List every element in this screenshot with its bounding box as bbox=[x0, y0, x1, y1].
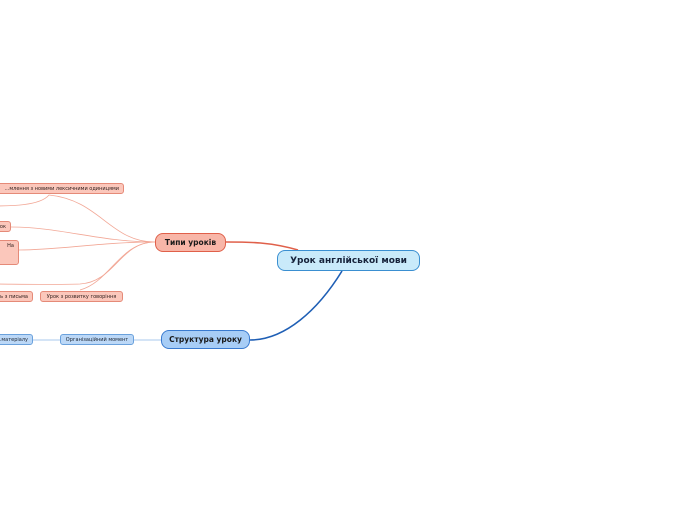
subtopic-na[interactable]: На bbox=[0, 240, 19, 265]
connector-root-types bbox=[225, 241, 299, 251]
subtopic-lesson[interactable]: ...ок bbox=[0, 221, 11, 232]
connector-types-lesson bbox=[10, 226, 156, 243]
subtopic-speaking[interactable]: Урок з розвитку говоріння bbox=[40, 291, 123, 302]
subtopic-organizational-moment[interactable]: Організаційний момент bbox=[60, 334, 134, 345]
topic-lesson-structure[interactable]: Структура уроку bbox=[161, 330, 250, 349]
subtopic-material[interactable]: ...матеріалу bbox=[0, 334, 33, 345]
connector-root-structure bbox=[249, 270, 343, 341]
subtopic-lexical-units[interactable]: ...млення з новими лексичними одиницями bbox=[0, 183, 124, 194]
connector-types-speaking bbox=[79, 241, 156, 291]
connector-types-writing bbox=[0, 241, 156, 285]
connector-types-na bbox=[18, 241, 156, 251]
topic-lesson-types[interactable]: Типи уроків bbox=[155, 233, 226, 252]
subtopic-writing[interactable]: ...ь з письма bbox=[0, 291, 33, 302]
connector-types-lexical bbox=[0, 194, 156, 243]
central-topic[interactable]: Урок англійської мови bbox=[277, 250, 420, 271]
